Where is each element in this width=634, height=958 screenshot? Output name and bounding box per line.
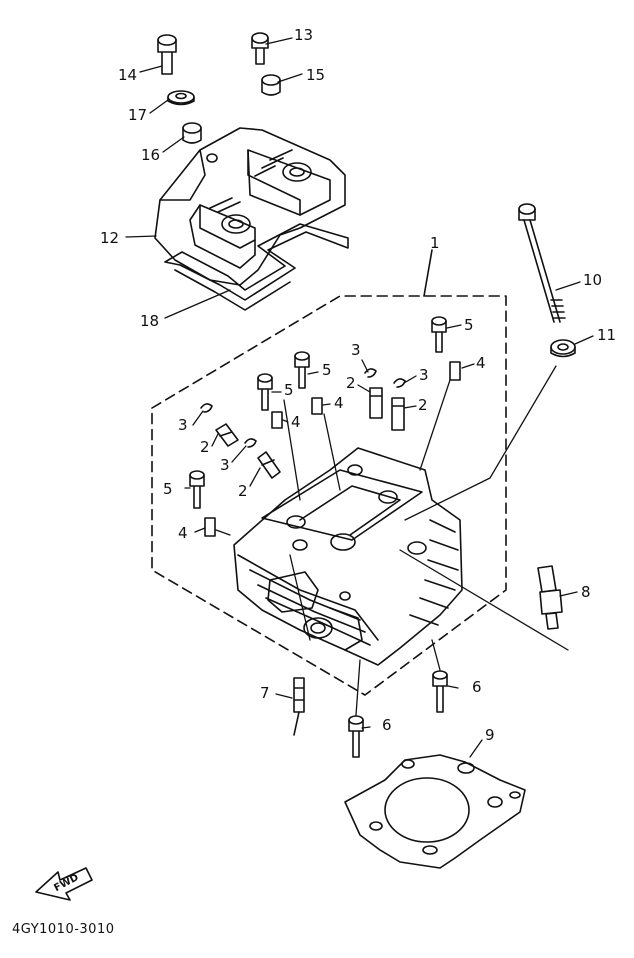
spark-plug-8	[537, 565, 563, 630]
grommet-17	[167, 90, 195, 106]
callout-4a: 4	[291, 413, 301, 431]
callout-9: 9	[485, 726, 495, 744]
callout-14: 14	[118, 66, 137, 84]
callout-6b: 6	[382, 716, 392, 734]
leader-1	[423, 249, 433, 297]
assembly-boundary	[151, 295, 507, 696]
grommet-16	[182, 122, 202, 144]
long-bolt-10	[518, 203, 566, 323]
callout-3d: 3	[419, 366, 429, 384]
clip-3a	[200, 403, 213, 413]
callout-3a: 3	[178, 416, 188, 434]
callout-16: 16	[141, 146, 160, 164]
callout-3b: 3	[220, 456, 230, 474]
callout-2a: 2	[200, 438, 210, 456]
clip-3d	[393, 378, 406, 388]
dowel-4b	[311, 397, 323, 415]
bolt-5d	[189, 470, 205, 509]
callout-13: 13	[294, 26, 313, 44]
clip-3c	[364, 368, 377, 378]
stud-7	[293, 677, 305, 736]
dowel-4d	[204, 517, 216, 537]
fwd-label: FWD	[52, 872, 80, 894]
callout-1: 1	[430, 234, 440, 252]
valve-guide-2d	[391, 397, 405, 431]
bolt-6a	[432, 670, 448, 713]
valve-guide-2c	[369, 387, 383, 419]
callout-2c: 2	[346, 374, 356, 392]
grommet-15	[261, 74, 281, 96]
callout-6a: 6	[472, 678, 482, 696]
dowel-4a	[271, 411, 283, 429]
bolt-14	[157, 34, 177, 75]
leader-lines	[125, 37, 594, 758]
callout-8: 8	[581, 583, 591, 601]
clip-3b	[244, 438, 257, 448]
callout-5b: 5	[322, 361, 332, 379]
callout-4b: 4	[334, 394, 344, 412]
callout-5d: 5	[163, 480, 173, 498]
callout-4c: 4	[476, 354, 486, 372]
callout-labels: 1 13 14 15 17 16 12 18 10 11 5 4 3 3 5 2…	[100, 26, 616, 744]
head-gasket-9	[344, 754, 526, 869]
callout-17: 17	[128, 106, 147, 124]
diagram-code: 4GY1010-3010	[12, 922, 115, 937]
callout-2d: 2	[418, 396, 428, 414]
bolt-5c	[257, 373, 273, 411]
dowel-4c	[449, 361, 461, 381]
cover-gasket	[164, 223, 349, 311]
callout-18: 18	[140, 312, 159, 330]
bolt-5a	[431, 316, 447, 353]
callout-12: 12	[100, 229, 119, 247]
callout-15: 15	[306, 66, 325, 84]
fwd-arrow-icon	[35, 867, 93, 901]
bolt-13	[251, 32, 269, 65]
washer-11	[550, 339, 576, 358]
callout-3c: 3	[351, 341, 361, 359]
callout-10: 10	[583, 271, 602, 289]
callout-5a: 5	[464, 316, 474, 334]
callout-4d: 4	[178, 524, 188, 542]
valve-guide-2a	[215, 423, 239, 447]
valve-guide-2b	[257, 451, 281, 479]
cylinder-head	[233, 447, 463, 666]
callout-11: 11	[597, 326, 616, 344]
bolt-6b	[348, 715, 364, 758]
head-cover	[154, 127, 346, 286]
callout-2b: 2	[238, 482, 248, 500]
callout-7: 7	[260, 684, 270, 702]
bolt-5b	[294, 351, 310, 389]
callout-5c: 5	[284, 381, 294, 399]
